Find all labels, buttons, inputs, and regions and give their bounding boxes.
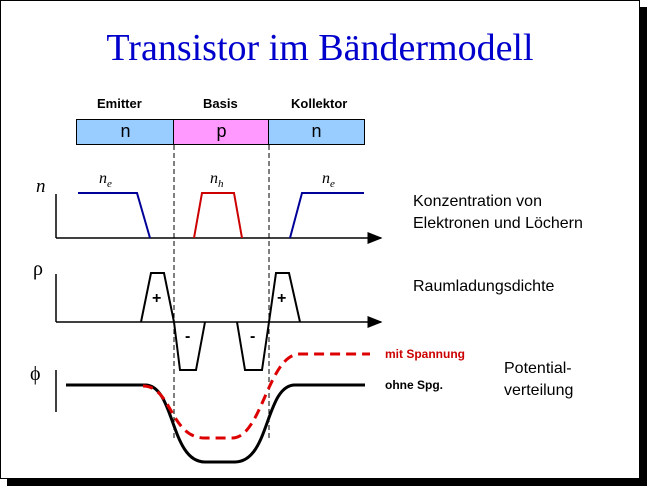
electron-curve-emitter <box>78 192 151 239</box>
slide-shadow-bottom <box>7 479 647 486</box>
potential-label: Potential- verteilung <box>504 360 574 399</box>
slide-frame <box>0 0 640 479</box>
concentration-label: Konzentration von Elektronen und Löchern <box>413 193 583 232</box>
charge-curve-emitter-junction <box>140 272 206 371</box>
electron-curve-kollektor <box>289 192 364 239</box>
carrier-label-basis: nh <box>210 170 224 191</box>
region-box-basis: p <box>173 119 270 145</box>
region-label-kollektor: Kollektor <box>291 96 348 111</box>
charge-axis-symbol: ρ <box>33 258 43 280</box>
hole-curve-basis <box>193 192 243 239</box>
region-label-basis: Basis <box>203 96 238 111</box>
potential-axis-symbol: ϕ <box>30 363 41 385</box>
without-voltage-label: ohne Spg. <box>385 378 443 392</box>
plus-sign-kollektor: + <box>277 290 287 307</box>
minus-sign-basis-left: - <box>185 328 191 345</box>
charge-curve-kollektor-junction <box>236 272 301 371</box>
with-voltage-label: mit Spannung <box>385 347 465 361</box>
minus-sign-basis-right: - <box>250 328 256 345</box>
region-label-emitter: Emitter <box>97 96 142 111</box>
potential-curve-no-voltage <box>66 383 365 464</box>
carrier-label-kollektor: ne <box>322 170 335 191</box>
concentration-axis-symbol: n <box>36 176 46 197</box>
potential-curve-with-voltage <box>142 352 370 440</box>
region-box-kollektor: n <box>268 119 365 145</box>
slide-title: Transistor im Bändermodell <box>106 27 534 69</box>
carrier-label-emitter: ne <box>99 170 112 191</box>
plus-sign-emitter: + <box>152 290 162 307</box>
charge-label: Raumladungsdichte <box>413 278 555 295</box>
slide-shadow-right <box>640 7 647 486</box>
